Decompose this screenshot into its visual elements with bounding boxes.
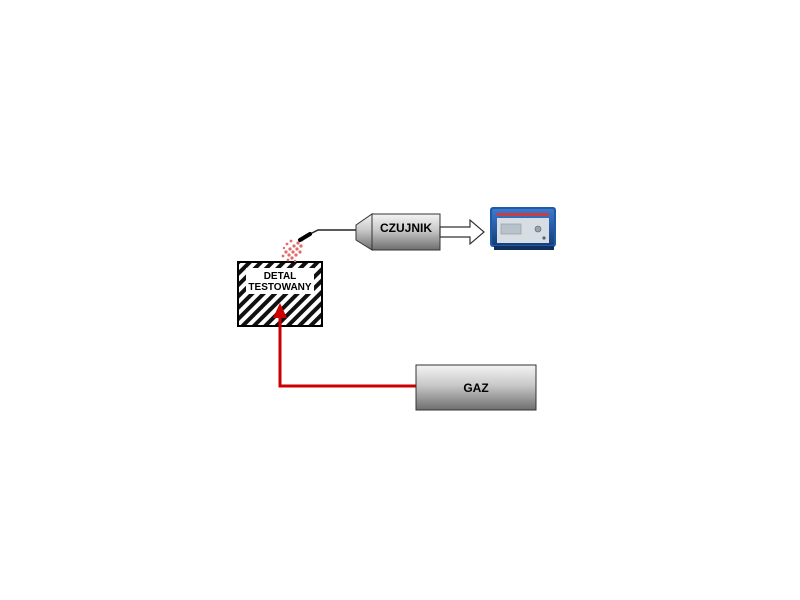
probe	[298, 229, 356, 242]
leak-detector-device-icon	[490, 207, 556, 250]
sensor-label: CZUJNIK	[380, 221, 432, 235]
gas-cylinder: GAZ	[415, 364, 537, 411]
signal-arrow-icon	[439, 218, 485, 246]
test-part-label-line1: DETAL	[264, 271, 297, 282]
gas-line	[273, 303, 416, 388]
gas-label: GAZ	[463, 381, 488, 395]
gas-leak-spray-icon	[281, 238, 304, 263]
test-part-label-bg	[246, 268, 314, 294]
gas-flow-arrowhead-icon	[273, 303, 287, 318]
sensor: CZUJNIK	[355, 213, 441, 251]
test-part-label-line2: TESTOWANY	[248, 282, 311, 293]
